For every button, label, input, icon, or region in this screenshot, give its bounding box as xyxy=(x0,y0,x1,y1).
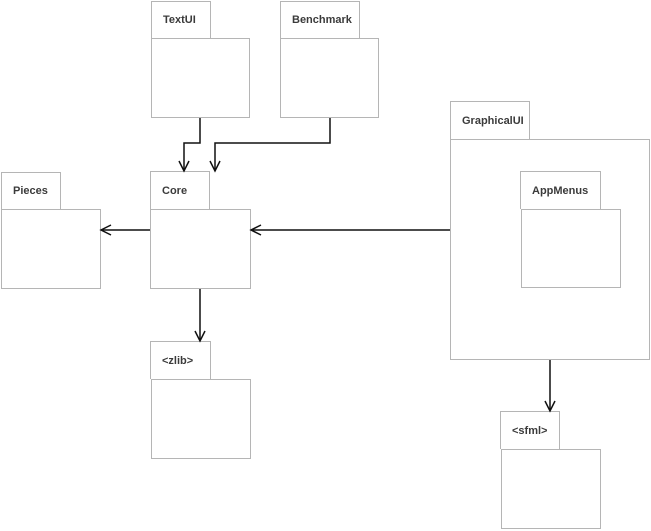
package-graphicalui-label: GraphicalUI xyxy=(462,114,524,127)
package-textui-label: TextUI xyxy=(163,14,196,26)
package-sfml-tab: <sfml> xyxy=(500,411,560,449)
arrow-graphicalui-to-core-head-icon xyxy=(249,224,262,236)
arrow-textui-to-core-head-icon xyxy=(178,160,190,173)
arrow-graphicalui-to-sfml-head-icon xyxy=(544,400,556,413)
arrow-textui-to-core xyxy=(178,118,201,173)
package-zlib-body xyxy=(151,379,251,459)
package-zlib-tab: <zlib> xyxy=(150,341,211,379)
package-zlib-label: <zlib> xyxy=(162,354,194,367)
package-pieces-tab: Pieces xyxy=(1,172,61,209)
arrow-benchmark-to-core-head-icon xyxy=(209,160,221,173)
arrow-benchmark-to-core xyxy=(209,118,331,173)
arrow-core-to-pieces-head-icon xyxy=(99,224,112,236)
arrow-graphicalui-to-core xyxy=(249,224,450,236)
arrow-core-to-pieces xyxy=(99,224,150,236)
package-sfml-body xyxy=(501,449,601,529)
package-sfml-label: <sfml> xyxy=(512,424,548,437)
arrow-core-to-zlib-head-icon xyxy=(194,330,206,343)
package-graphicalui-tab: GraphicalUI xyxy=(450,101,530,139)
arrow-core-to-zlib xyxy=(194,289,206,343)
package-benchmark-label: Benchmark xyxy=(292,14,352,26)
package-appmenus-label: AppMenus xyxy=(532,184,589,197)
package-core-tab: Core xyxy=(150,171,210,209)
package-textui-tab: TextUI xyxy=(151,1,211,38)
package-appmenus-body xyxy=(521,209,621,288)
package-core-body xyxy=(150,209,251,289)
package-benchmark-body xyxy=(280,38,379,118)
arrow-graphicalui-to-sfml xyxy=(544,360,556,413)
package-core-label: Core xyxy=(162,184,188,197)
arrow-benchmark-to-core-shaft xyxy=(214,118,331,171)
package-appmenus-tab: AppMenus xyxy=(520,171,601,209)
package-pieces-label: Pieces xyxy=(13,185,48,197)
package-pieces-body xyxy=(1,209,101,289)
package-benchmark-tab: Benchmark xyxy=(280,1,360,38)
package-textui-body xyxy=(151,38,250,118)
arrow-textui-to-core-shaft xyxy=(183,118,201,171)
